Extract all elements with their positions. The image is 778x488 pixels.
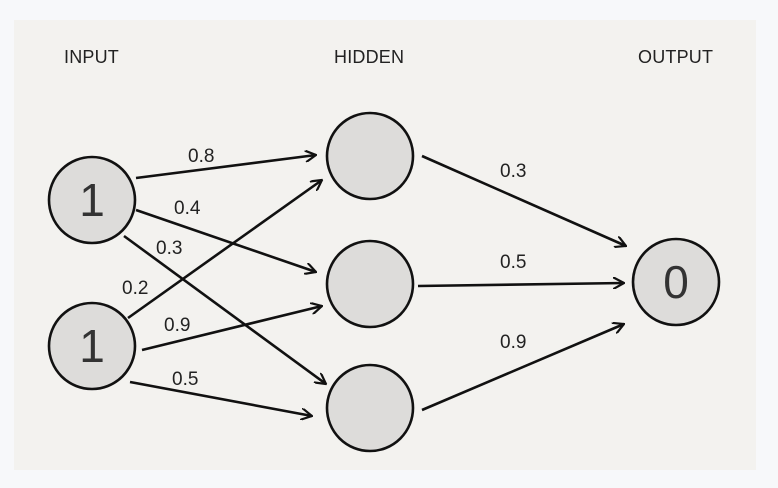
edge-i1-h3	[123, 234, 326, 384]
edge-i1-h1	[135, 155, 316, 180]
edge-i2-h3	[129, 380, 312, 416]
edge-i1-h2	[135, 208, 316, 272]
edge-h3-o1	[421, 324, 624, 412]
weight-label-i2-h1: 0.2	[122, 278, 148, 299]
weight-label-h1-o1: 0.3	[500, 161, 526, 182]
edge-i2-h1	[127, 180, 322, 320]
edge-i2-h2	[141, 306, 322, 352]
input-node-1-value: 1	[79, 174, 105, 226]
output-node-1-value: 0	[663, 256, 689, 308]
input-node-2: 1	[47, 301, 137, 391]
weight-label-h3-o1: 0.9	[500, 332, 526, 353]
hidden-node-3	[325, 363, 415, 453]
input-layer-label: INPUT	[64, 47, 119, 67]
edge-h1-o1	[421, 154, 626, 246]
weight-label-i2-h2: 0.9	[164, 315, 190, 336]
output-layer-label: OUTPUT	[638, 47, 714, 67]
edge-h2-o1	[417, 283, 624, 286]
hidden-node-2	[325, 239, 415, 329]
weight-label-h2-o1: 0.5	[500, 252, 526, 273]
output-node-1: 0	[631, 237, 721, 327]
weight-label-i2-h3: 0.5	[172, 369, 198, 390]
input-node-2-value: 1	[79, 320, 105, 372]
hidden-layer-label: HIDDEN	[334, 47, 405, 67]
hidden-node-1	[325, 111, 415, 201]
weight-label-i1-h3: 0.3	[156, 238, 182, 259]
weight-label-i1-h2: 0.4	[174, 198, 201, 219]
input-node-1: 1	[47, 155, 137, 245]
weight-label-i1-h1: 0.8	[188, 146, 214, 167]
